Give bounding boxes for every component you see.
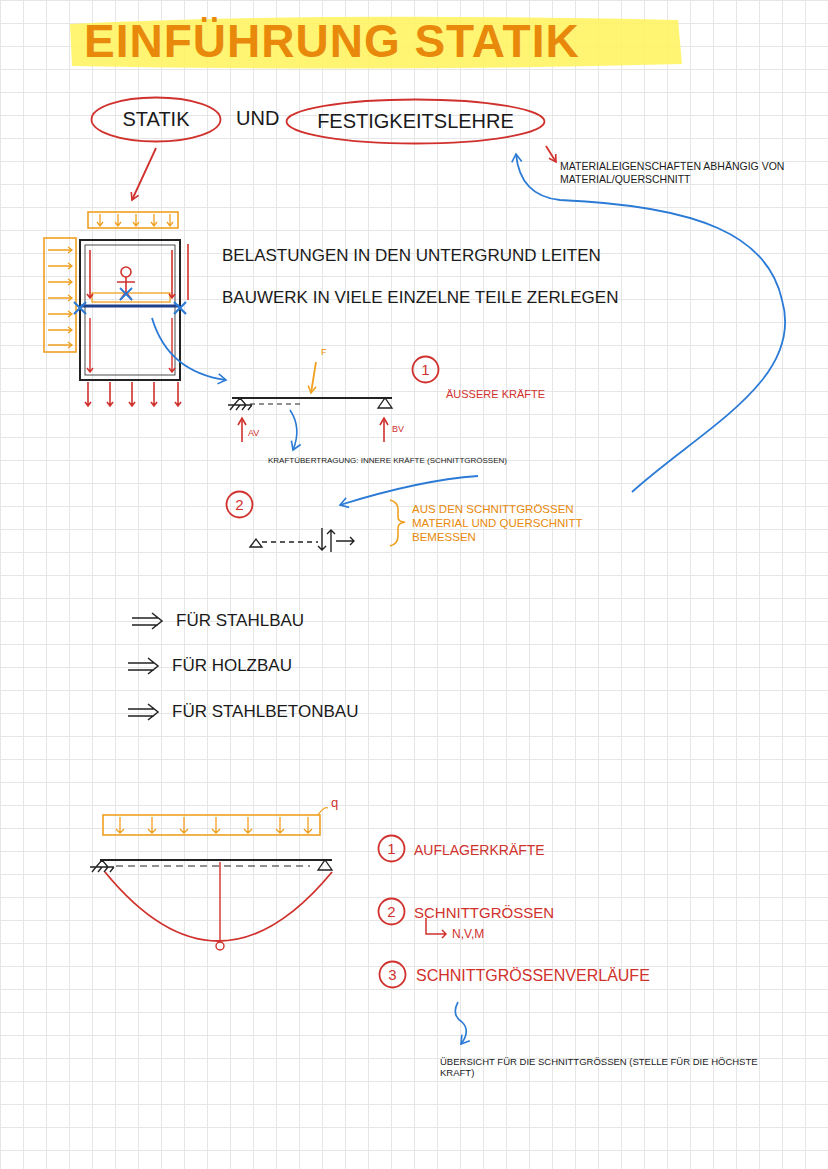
node-text: 1: [387, 840, 395, 857]
note: ÜBERSICHT FÜR DIE SCHNITTGRÖSSEN (STELLE…: [440, 1056, 770, 1079]
outline: [413, 357, 439, 383]
blue-arrow: [340, 476, 478, 505]
list-item: FÜR STAHLBAU: [176, 611, 304, 631]
callout-number: 1: [377, 834, 406, 863]
circled-term: STATIK: [90, 96, 222, 143]
callout-number: 2: [377, 897, 406, 926]
note: BELASTUNGEN IN DEN UNTERGRUND LEITEN: [222, 246, 601, 266]
circled-term: FESTIGKEITSLEHRE: [285, 98, 546, 145]
outline: [380, 962, 406, 988]
callout-number: 2: [225, 490, 254, 519]
note: KRAFTÜBERTRAGUNG: INNERE KRÄFTE (SCHNITT…: [268, 456, 507, 466]
callout-number: 3: [378, 960, 407, 989]
callout-number: 1: [411, 355, 440, 384]
step-text: AUFLAGERKRÄFTE: [414, 842, 545, 859]
step-text: SCHNITTGRÖSSEN: [414, 904, 554, 922]
step-subtext: N,V,M: [452, 927, 484, 941]
blue-arrow: [290, 410, 297, 450]
load-label: q: [331, 795, 338, 811]
node-text: FESTIGKEITSLEHRE: [317, 110, 514, 133]
node-text: 2: [235, 496, 243, 513]
node-text: 3: [388, 966, 396, 983]
beam-sketch: [228, 362, 392, 442]
node-text: STATIK: [122, 108, 190, 131]
node-text: 1: [421, 361, 429, 378]
blue-arrow: [516, 154, 785, 492]
list-item: FÜR HOLZBAU: [172, 656, 292, 676]
step-text: SCHNITTGRÖSSENVERLÄUFE: [416, 966, 650, 985]
outline: [379, 899, 405, 925]
implies-arrow: [128, 613, 162, 720]
beam-with-load: [90, 808, 332, 950]
note: AUS DEN SCHNITTGRÖSSEN MATERIAL UND QUER…: [412, 503, 627, 544]
list-item: FÜR STAHLBETONBAU: [172, 702, 358, 722]
note: ÄUSSERE KRÄFTE: [446, 388, 545, 401]
outline: [379, 836, 405, 862]
force-label: F: [321, 347, 327, 358]
node-text: 2: [387, 903, 395, 920]
note: MATERIALEIGENSCHAFTEN ABHÄNGIG VON MATER…: [560, 160, 790, 185]
outline: [92, 98, 221, 142]
red-arrow: [132, 148, 156, 200]
force-label: BV: [392, 424, 404, 435]
blue-arrow: [152, 318, 226, 380]
page-title: EINFÜHRUNG STATIK: [84, 14, 580, 69]
building-sketch: [44, 212, 188, 406]
blue-arrow: [455, 1002, 466, 1044]
red-arrow: [546, 146, 556, 162]
force-label: AV: [248, 428, 259, 439]
note: BAUWERK IN VIELE EINZELNE TEILE ZERLEGEN: [222, 288, 618, 308]
section-sketch: [250, 500, 405, 552]
outline: [227, 492, 253, 518]
outline: [287, 100, 545, 144]
connector-word: UND: [236, 106, 279, 130]
